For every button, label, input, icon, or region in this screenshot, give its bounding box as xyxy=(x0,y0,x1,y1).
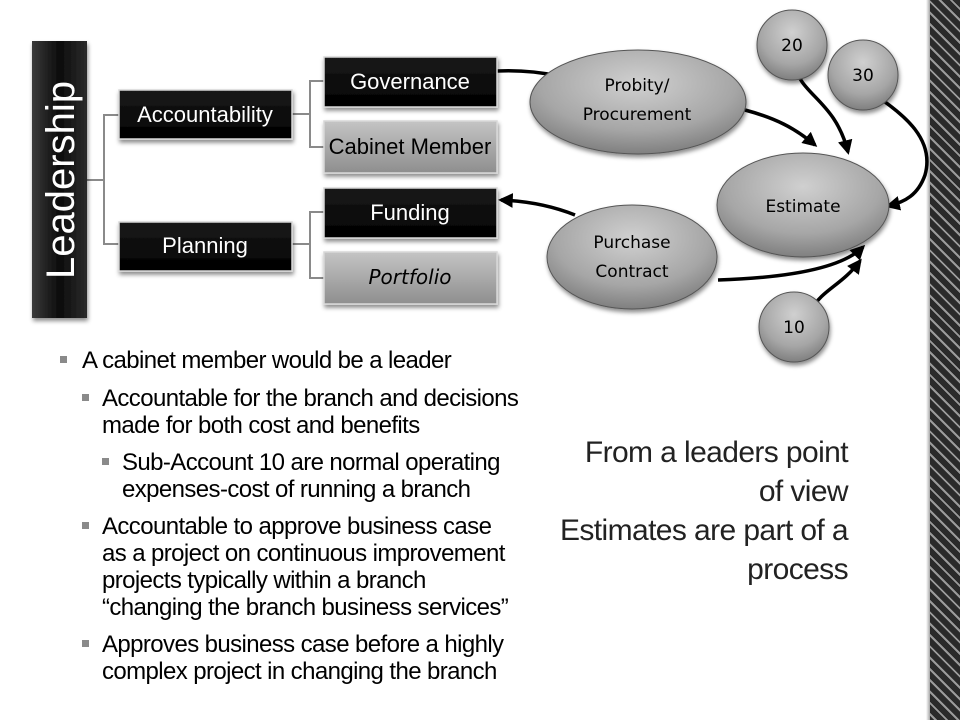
bullet-text-line: projects typically within a branch xyxy=(102,567,426,594)
bullet-item: Accountable to approve business case as … xyxy=(82,513,509,621)
circle-30 xyxy=(827,39,899,111)
bullet-text-line: Accountable to approve business case xyxy=(102,513,492,540)
bullet-marker xyxy=(60,356,67,363)
bullet-text-line: Sub-Account 10 are normal operating xyxy=(122,449,501,476)
cabinet-member-box xyxy=(323,120,498,174)
governance-box xyxy=(323,56,498,108)
bullet-text-line: expenses-cost of running a branch xyxy=(122,476,471,503)
accountability-label: Accountability xyxy=(137,102,273,127)
circle-20 xyxy=(756,9,828,81)
bullet-text: A cabinet member would be a leader xyxy=(82,347,452,374)
portfolio-label: Portfolio xyxy=(369,265,452,289)
circle-20-label: 20 xyxy=(781,36,803,56)
bullet-marker xyxy=(82,522,89,529)
probity-label-line2: Procurement xyxy=(583,105,692,125)
estimate-oval xyxy=(716,152,890,258)
tree-connectors xyxy=(87,80,325,279)
decorative-edge-stripe xyxy=(926,0,960,720)
side-note: From a leaders point of view Estimates a… xyxy=(548,433,849,589)
probity-label-line1: Probity/ xyxy=(605,76,670,96)
portfolio-box xyxy=(323,251,498,305)
circle-10-label: 10 xyxy=(783,318,805,338)
side-note-line: process xyxy=(747,553,848,586)
leadership-label: Leadership xyxy=(39,81,83,279)
bullet-marker xyxy=(102,458,109,465)
circle-10 xyxy=(758,291,830,363)
bullet-text-line: Accountable for the branch and decisions xyxy=(102,385,519,412)
funding-label: Funding xyxy=(370,200,450,225)
planning-label: Planning xyxy=(162,233,248,258)
bullet-marker xyxy=(82,640,89,647)
bullet-item: Approves business case before a highly c… xyxy=(82,631,504,685)
purchase-contract-oval xyxy=(546,204,718,310)
bullet-text-line: “changing the branch business services” xyxy=(102,594,509,621)
bullet-item: A cabinet member would be a leader xyxy=(60,347,452,374)
estimate-label: Estimate xyxy=(765,197,840,217)
side-note-line: of view xyxy=(758,475,849,508)
probity-procurement-oval xyxy=(529,49,747,155)
cabinet-member-label: Cabinet Member xyxy=(329,134,492,159)
planning-box xyxy=(118,221,293,272)
bullet-text-line: complex project in changing the branch xyxy=(102,658,497,685)
bullet-text-line: as a project on continuous improvement xyxy=(102,540,505,567)
funding-box xyxy=(323,187,498,239)
circle-30-label: 30 xyxy=(852,66,874,86)
bullet-item: Accountable for the branch and decisions… xyxy=(82,385,519,439)
accountability-box xyxy=(118,89,293,140)
purchase-label-line1: Purchase xyxy=(593,233,670,253)
bullet-text-line: made for both cost and benefits xyxy=(102,412,420,439)
leadership-box xyxy=(32,41,87,318)
side-note-line: Estimates are part of a xyxy=(559,514,849,547)
bullet-item: Sub-Account 10 are normal operating expe… xyxy=(102,449,501,503)
purchase-label-line2: Contract xyxy=(595,262,668,282)
governance-label: Governance xyxy=(350,69,470,94)
bullet-text-line: Approves business case before a highly xyxy=(102,631,504,658)
side-note-line: From a leaders point xyxy=(584,436,849,469)
bullet-marker xyxy=(82,394,89,401)
